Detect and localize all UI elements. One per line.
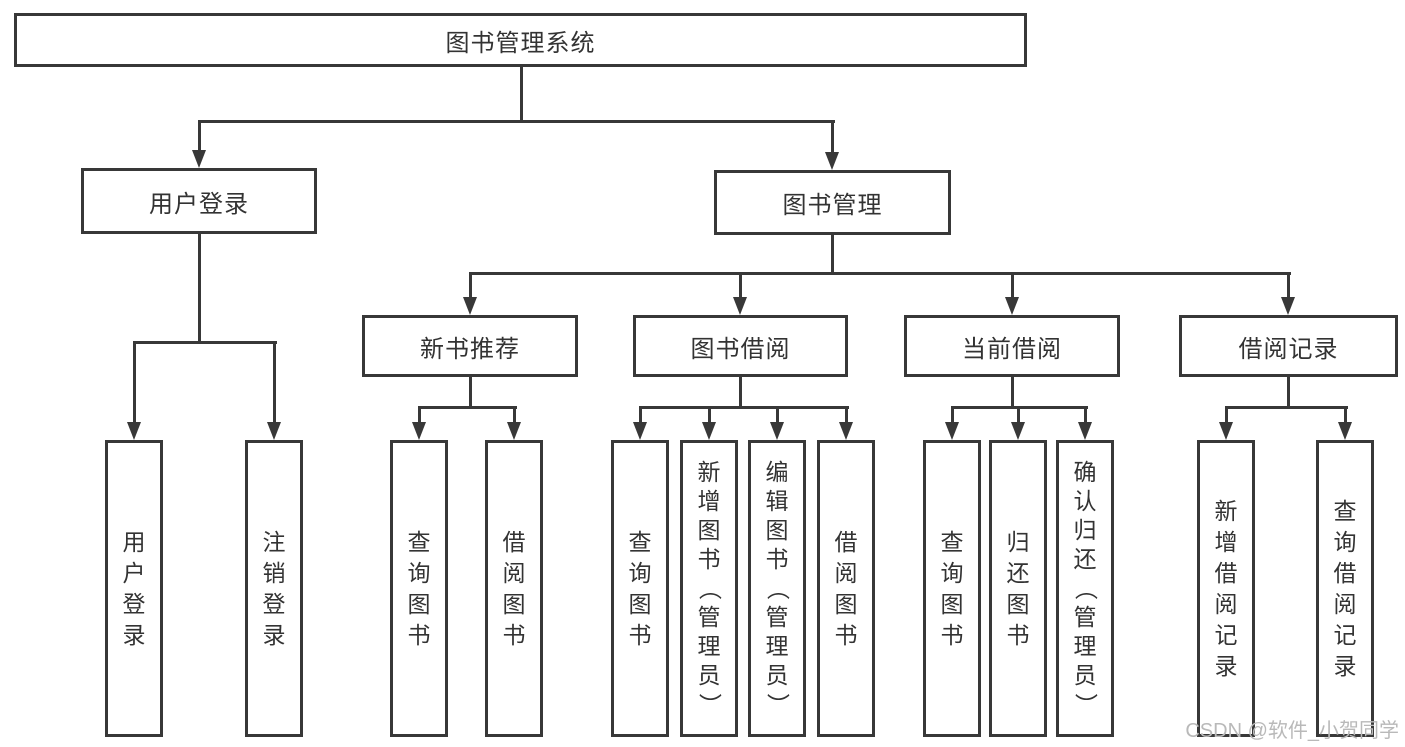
arrowhead-leaf-logout-icon (267, 422, 281, 440)
node-new-book-recommend-label: 新书推荐 (420, 335, 520, 363)
leaf-query-books-current-label: 查询图书 (940, 528, 964, 648)
connector-drop-borrow-books-recommend (513, 406, 516, 424)
leaf-confirm-return-admin-label: 确认归还（管理员） (1072, 459, 1099, 717)
arrowhead-new-book-recommend-icon (463, 297, 477, 315)
arrowhead-book-borrow-icon (733, 297, 747, 315)
leaf-query-books-recommend-label: 查询图书 (407, 528, 431, 648)
node-book-management-label: 图书管理 (782, 192, 883, 219)
node-borrow-records-label: 借阅记录 (1238, 335, 1339, 363)
leaf-query-borrow-record: 查询借阅记录 (1316, 440, 1374, 737)
connector-book-borrow-rail (639, 406, 849, 409)
leaf-borrow-books-recommend-label: 借阅图书 (502, 528, 526, 648)
node-current-borrow: 当前借阅 (904, 315, 1120, 377)
arrowhead-query-books-current-icon (945, 422, 959, 440)
connector-borrow-records-stem (1287, 377, 1290, 409)
connector-drop-borrow-books-borrow (845, 406, 848, 424)
connector-drop-leaf-logout (273, 341, 276, 424)
connector-drop-new-book-recommend (469, 272, 472, 299)
node-borrow-records: 借阅记录 (1179, 315, 1398, 377)
leaf-return-book: 归还图书 (989, 440, 1047, 737)
node-book-borrow-label: 图书借阅 (690, 335, 791, 363)
connector-drop-edit-book-admin (776, 406, 779, 424)
leaf-add-borrow-record-label: 新增借阅记录 (1214, 497, 1238, 679)
node-root: 图书管理系统 (14, 13, 1027, 67)
connector-user-login-rail (133, 341, 277, 344)
node-book-management: 图书管理 (714, 170, 951, 235)
connector-current-borrow-stem (1011, 377, 1014, 409)
connector-drop-query-borrow-record (1344, 406, 1347, 424)
connector-root-stem (520, 67, 523, 123)
node-user-login: 用户登录 (81, 168, 317, 234)
arrowhead-book-management-icon (825, 152, 839, 170)
node-new-book-recommend: 新书推荐 (362, 315, 578, 377)
connector-drop-user-login (198, 120, 201, 152)
leaf-user-login: 用户登录 (105, 440, 163, 737)
arrowhead-leaf-user-login-icon (127, 422, 141, 440)
connector-drop-confirm-return (1084, 406, 1087, 424)
leaf-query-books-borrow-label: 查询图书 (628, 528, 652, 648)
leaf-edit-book-admin-label: 编辑图书（管理员） (764, 459, 791, 717)
arrowhead-query-borrow-record-icon (1338, 422, 1352, 440)
leaf-query-borrow-record-label: 查询借阅记录 (1333, 497, 1357, 679)
arrowhead-return-book-icon (1011, 422, 1025, 440)
node-current-borrow-label: 当前借阅 (962, 335, 1062, 363)
arrowhead-user-login-icon (192, 150, 206, 168)
connector-user-login-stem (198, 234, 201, 344)
arrowhead-borrow-records-icon (1281, 297, 1295, 315)
leaf-logout-label: 注销登录 (262, 528, 286, 648)
leaf-borrow-books-recommend: 借阅图书 (485, 440, 543, 737)
connector-book-management-rail (469, 272, 1291, 275)
watermark: CSDN @软件_小贺同学 (1185, 720, 1399, 742)
connector-drop-query-books-borrow (639, 406, 642, 424)
arrowhead-borrow-books-recommend-icon (507, 422, 521, 440)
leaf-confirm-return-admin: 确认归还（管理员） (1056, 440, 1114, 737)
leaf-logout: 注销登录 (245, 440, 303, 737)
leaf-borrow-books-borrow-label: 借阅图书 (834, 528, 858, 648)
node-book-borrow: 图书借阅 (633, 315, 848, 377)
leaf-add-book-admin-label: 新增图书（管理员） (696, 459, 723, 717)
leaf-add-borrow-record: 新增借阅记录 (1197, 440, 1255, 737)
arrowhead-edit-book-admin-icon (770, 422, 784, 440)
connector-drop-leaf-user-login (133, 341, 136, 424)
connector-new-book-recommend-stem (469, 377, 472, 409)
leaf-borrow-books-borrow: 借阅图书 (817, 440, 875, 737)
arrowhead-add-borrow-record-icon (1219, 422, 1233, 440)
arrowhead-current-borrow-icon (1005, 297, 1019, 315)
leaf-query-books-current: 查询图书 (923, 440, 981, 737)
arrowhead-borrow-books-borrow-icon (839, 422, 853, 440)
connector-drop-borrow-records (1287, 272, 1290, 299)
connector-drop-add-borrow-record (1225, 406, 1228, 424)
connector-drop-current-borrow (1011, 272, 1014, 299)
connector-borrow-records-rail (1225, 406, 1348, 409)
connector-book-borrow-stem (739, 377, 742, 409)
connector-drop-add-book-admin (708, 406, 711, 424)
arrowhead-query-books-borrow-icon (633, 422, 647, 440)
node-user-login-label: 用户登录 (149, 190, 249, 218)
leaf-query-books-borrow: 查询图书 (611, 440, 669, 737)
connector-root-rail (198, 120, 835, 123)
connector-drop-query-books-current (951, 406, 954, 424)
leaf-query-books-recommend: 查询图书 (390, 440, 448, 737)
connector-drop-book-borrow (739, 272, 742, 299)
arrowhead-query-books-recommend-icon (412, 422, 426, 440)
leaf-edit-book-admin: 编辑图书（管理员） (748, 440, 806, 737)
connector-drop-query-books-recommend (418, 406, 421, 424)
arrowhead-confirm-return-icon (1078, 422, 1092, 440)
leaf-return-book-label: 归还图书 (1006, 528, 1030, 648)
connector-drop-book-management (831, 120, 834, 154)
connector-book-management-stem (831, 235, 834, 275)
leaf-user-login-label: 用户登录 (122, 528, 146, 648)
connector-drop-return-book (1017, 406, 1020, 424)
arrowhead-add-book-admin-icon (702, 422, 716, 440)
connector-new-book-recommend-rail (418, 406, 517, 409)
node-root-label: 图书管理系统 (445, 29, 596, 57)
leaf-add-book-admin: 新增图书（管理员） (680, 440, 738, 737)
